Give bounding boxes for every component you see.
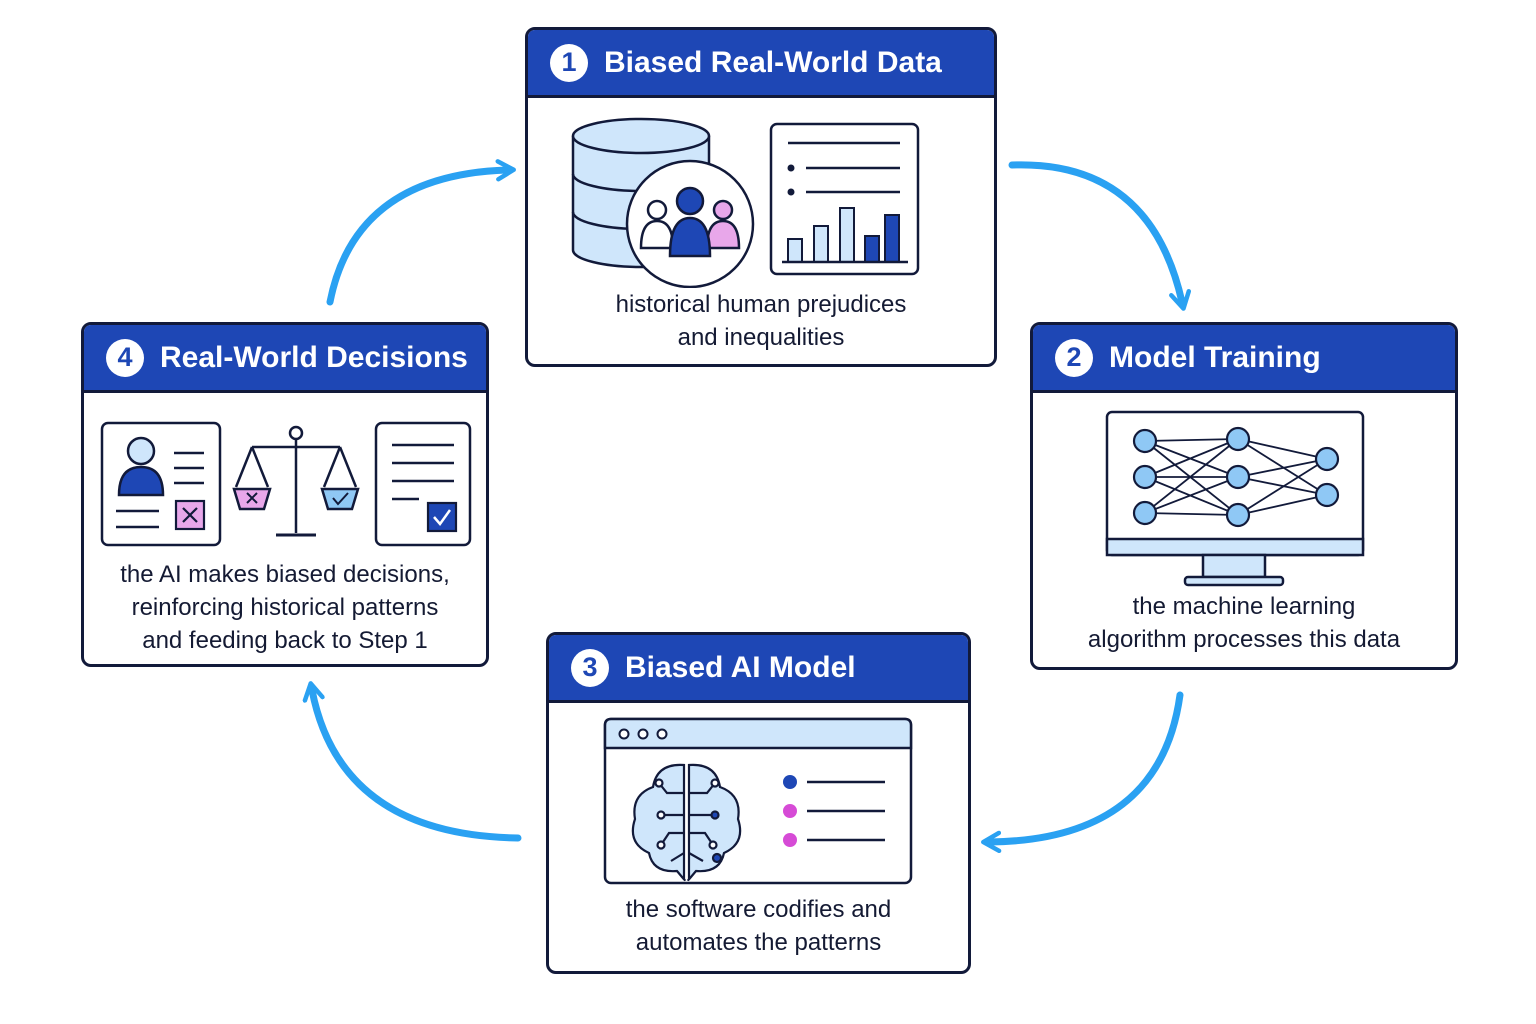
arrow-step2-to-step3 [981,691,1184,854]
arrow-step4-to-step1 [326,159,516,306]
profile-card-rejected-icon [100,421,222,547]
arrow-step1-to-step2 [1008,161,1192,311]
step-2-caption: the machine learning algorithm processes… [1087,593,1401,653]
step-2-number: 2 [1055,338,1093,377]
network-node [1314,446,1340,472]
step-4-card: 4 Real-World Decisions [81,322,489,667]
step-3-title: Biased AI Model [625,650,856,684]
network-node [1314,482,1340,508]
document-approved-icon [374,421,472,547]
arrow-step3-to-step4 [302,681,522,842]
step-1-number: 1 [550,43,588,82]
brain-circuit-icon [631,763,742,882]
step-1-card: 1 Biased Real-World Data [525,27,997,367]
step-4-title: Real-World Decisions [160,340,468,374]
network-node [1132,500,1158,526]
step-1-illustration [571,117,920,288]
step-1-header: 1 Biased Real-World Data [528,30,994,98]
step-4-illustration [100,421,472,547]
report-chart-icon [769,122,920,276]
step-3-illustration [603,717,913,885]
balance-scale-icon [232,425,360,537]
step-2-card: 2 Model Training the machine learning al… [1030,322,1458,670]
network-node [1225,426,1251,452]
network-node [1225,464,1251,490]
step-3-header: 3 Biased AI Model [549,635,968,703]
step-4-header: 4 Real-World Decisions [84,325,486,393]
network-node [1132,464,1158,490]
step-2-header: 2 Model Training [1033,325,1455,393]
people-group-icon [625,159,755,288]
network-node [1225,502,1251,528]
list-icon [783,775,885,847]
step-4-caption: the AI makes biased decisions, reinforci… [120,561,450,654]
step-2-title: Model Training [1109,340,1321,374]
step-3-card: 3 Biased AI Model [546,632,971,974]
neural-network-icon [1132,426,1340,528]
step-3-number: 3 [571,648,609,687]
network-node [1132,428,1158,454]
step-1-title: Biased Real-World Data [604,45,942,79]
step-1-caption: historical human prejudices and inequali… [615,291,907,351]
step-4-number: 4 [106,338,144,377]
step-3-caption: the software codifies and automates the … [625,896,892,956]
step-2-illustration [1105,410,1365,587]
